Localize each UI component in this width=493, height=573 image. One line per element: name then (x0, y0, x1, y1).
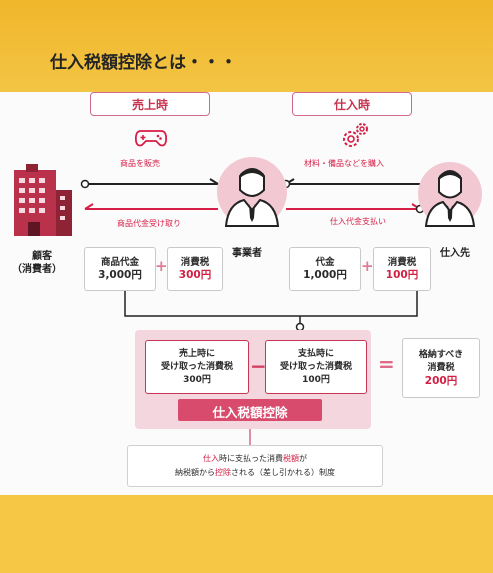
purchase-tax-value: 100円 (385, 269, 419, 281)
deduction-label-bg (178, 399, 322, 421)
purchase-price-box: 代金 1,000円 (289, 247, 361, 291)
note-text: 仕入 (203, 454, 219, 463)
plus-sign: + (155, 257, 168, 275)
top-band (0, 0, 493, 92)
payable-tax-line1: 格納すべき (418, 349, 464, 360)
note-text: される（差し引かれる）制度 (231, 468, 335, 477)
game-controller-icon (134, 130, 168, 147)
paid-tax-value: 100円 (302, 374, 330, 385)
customer-label: 顧客 (32, 251, 52, 262)
business-owner-label: 事業者 (232, 248, 262, 259)
deduction-label: 仕入税額控除 (212, 405, 288, 420)
paid-tax-line2: 受け取った消費税 (279, 361, 352, 372)
note-text: が (299, 454, 307, 463)
sales-tax-value: 300円 (178, 269, 212, 281)
buy-materials-label: 材料・備品などを購入 (304, 159, 384, 168)
received-tax-line2: 受け取った消費税 (160, 361, 233, 372)
sales-price-value: 3,000円 (98, 269, 142, 281)
sales-tax-label: 消費税 (180, 257, 210, 268)
supplier-label: 仕入先 (440, 248, 470, 259)
business-owner-icon (217, 157, 287, 227)
supplier-icon (418, 162, 482, 227)
purchase-pill: 仕入時 (292, 92, 412, 116)
plus-sign: + (361, 257, 374, 275)
note-text: 納税額から (175, 468, 215, 477)
payable-tax-box: 格納すべき 消費税 200円 (402, 338, 480, 398)
page-title: 仕入税額控除とは・・・ (50, 53, 237, 73)
bottom-band (0, 495, 493, 573)
receive-payment-label: 商品代金受け取り (117, 219, 181, 228)
building-icon (14, 164, 72, 236)
purchase-price-label: 代金 (315, 257, 335, 268)
sales-tax-box: 消費税 300円 (167, 247, 223, 291)
sales-price-label: 商品代金 (100, 257, 139, 268)
paid-tax-box: 支払時に 受け取った消費税 100円 (265, 340, 367, 394)
paid-tax-line1: 支払時に (297, 348, 334, 359)
note-line-1: 仕入時に支払った消費税額が (128, 452, 382, 466)
equal-sign: = (378, 352, 395, 376)
note-text: 税額 (283, 454, 299, 463)
sell-goods-label: 商品を販売 (120, 159, 160, 168)
explanation-note: 仕入時に支払った消費税額が 納税額から控除される（差し引かれる）制度 (127, 445, 383, 487)
customer-sub-label: （消費者） (12, 264, 62, 275)
sales-pill: 売上時 (90, 92, 210, 116)
received-tax-line1: 売上時に (178, 348, 215, 359)
purchase-tax-box: 消費税 100円 (373, 247, 431, 291)
purchase-tax-label: 消費税 (387, 257, 417, 268)
received-tax-value: 300円 (183, 374, 211, 385)
note-line-2: 納税額から控除される（差し引かれる）制度 (128, 466, 382, 480)
gears-icon (343, 123, 368, 147)
purchase-price-value: 1,000円 (303, 269, 347, 281)
payable-tax-line2: 消費税 (427, 362, 455, 373)
received-tax-box: 売上時に 受け取った消費税 300円 (145, 340, 249, 394)
note-text: 時に支払った消費 (219, 454, 283, 463)
minus-sign: − (250, 354, 267, 378)
payable-tax-value: 200円 (424, 374, 458, 387)
pay-purchase-label: 仕入代金支払い (330, 217, 386, 226)
note-text: 控除 (215, 468, 231, 477)
sales-price-box: 商品代金 3,000円 (84, 247, 156, 291)
